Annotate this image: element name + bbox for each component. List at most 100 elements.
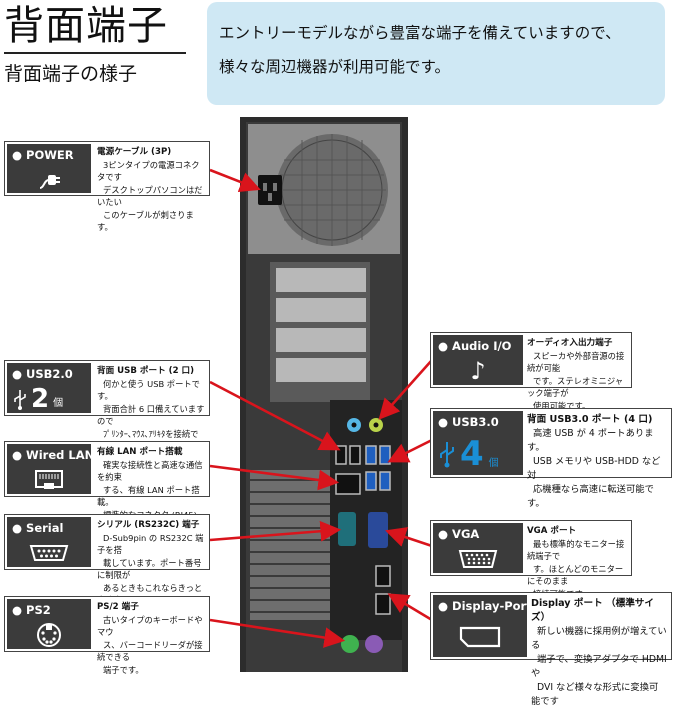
lan-port-icon	[7, 466, 91, 494]
intro-line: 様々な周辺機器が利用可能です。	[219, 58, 450, 76]
serial-port-icon	[7, 539, 91, 567]
usb3-count: 4	[460, 434, 484, 474]
intro-line: エントリーモデルながら豊富な端子を備えていますので、	[219, 24, 621, 42]
callout-audio: ● Audio I/O ♪ オーディオ入出力端子 スピーカや外部音源の接続が可能…	[430, 332, 632, 411]
callout-text-line: スピーカや外部音源の接続が可能	[527, 350, 625, 374]
callout-text-line: 最も標準的なモニター接続端子で	[527, 538, 625, 562]
callout-text-line: 3ピンタイプの電源コネクタです	[97, 159, 200, 183]
vent-grid	[250, 470, 330, 620]
callout-text-line: 何かと使う USB ポートです。	[97, 378, 200, 402]
callout-heading: オーディオ入出力端子	[527, 338, 613, 348]
callout-power: ● POWER 電源ケーブル (3P) 3ピンタイプの電源コネクタです デスクト…	[4, 141, 210, 232]
arrow-usb3	[387, 438, 433, 463]
arrow-lan	[209, 464, 340, 491]
callout-text-line: 端子で、変換アダプタで HDMI や	[531, 654, 667, 679]
usb-icon: 4 個	[433, 433, 523, 475]
usb3-port	[365, 445, 377, 465]
callout-ps2: ● PS2 PS/2 端子 古いタイプのキーボードやマウ ス、バーコードリーダが…	[4, 596, 210, 675]
callout-tag-label: ● POWER	[12, 148, 74, 162]
callout-text-line: 確実な接続性と高速な通信を約束	[97, 459, 203, 483]
arrow-displayport	[387, 593, 433, 622]
callout-tag: ● POWER	[7, 144, 91, 193]
page-title: 背面端子	[4, 3, 168, 49]
intro-box: エントリーモデルながら豊富な端子を備えていますので、 様々な周辺機器が利用可能で…	[207, 2, 665, 105]
pc-rear-illustration	[240, 117, 408, 672]
callout-lan: ● Wired LAN 有線 LAN ポート搭載 確実な接続性と高速な通信を約束…	[4, 441, 210, 532]
music-note-icon: ♪	[470, 357, 486, 385]
serial-port	[338, 512, 356, 546]
callout-tag: ● Serial	[7, 517, 91, 567]
arrow-ps2	[209, 618, 346, 648]
callout-text-line: 応機種なら高速に転送可能です。	[527, 484, 654, 509]
page-subtitle: 背面端子の様子	[4, 63, 138, 85]
callout-heading: 背面 USB ポート (2 口)	[97, 366, 195, 376]
callout-displayport: ● Display-Port Display ポート （標準サイズ） 新しい機器…	[430, 592, 672, 707]
usb2-unit: 個	[53, 398, 64, 409]
power-inlet	[258, 175, 282, 205]
callout-text-line: USB メモリや USB-HDD など対	[527, 456, 661, 481]
callout-text-line: 古いタイプのキーボードやマウ	[97, 614, 203, 638]
callout-serial: ● Serial シリアル (RS232C) 端子 D-Sub9pin の RS…	[4, 514, 210, 605]
vga-port-icon	[433, 545, 523, 573]
callout-usb2: ● USB2.0 2 個 背面 USB ポート (2 口) 何かと使う USB …	[4, 360, 210, 451]
usb3-port	[379, 471, 391, 491]
usb2-port	[335, 445, 347, 465]
callout-heading: 電源ケーブル (3P)	[97, 147, 172, 157]
callout-tag-label: ● VGA	[438, 527, 480, 541]
callout-text-line: 載しています。ポート番号に制限が	[97, 557, 202, 581]
callout-text-line: 背面合計 6 口備えていますので	[97, 403, 205, 427]
callout-heading: 有線 LAN ポート搭載	[97, 447, 183, 457]
arrow-power	[209, 168, 261, 193]
arrow-serial	[209, 520, 342, 542]
usb3-unit: 個	[488, 458, 499, 469]
callout-arrows	[209, 168, 433, 648]
callout-text-line: 端子です。	[103, 664, 144, 675]
displayport-port	[375, 565, 391, 587]
expansion-slot-covers	[276, 268, 366, 382]
callout-tag-label: ● Wired LAN	[12, 448, 95, 462]
usb2-count: 2	[31, 384, 50, 414]
callout-tag: ● Wired LAN	[7, 444, 95, 494]
callout-text-line: 新しい機器に採用例が増えている	[531, 626, 667, 651]
callout-tag: ● USB2.0 2 個	[7, 363, 91, 413]
displayport-icon	[433, 617, 527, 657]
callout-text-line: このケーブルが刺さります。	[97, 209, 194, 233]
callout-heading: シリアル (RS232C) 端子	[97, 520, 200, 530]
callout-text-line: ス、バーコードリーダが接続できる	[97, 639, 203, 663]
ps2-mouse-port	[341, 635, 359, 653]
callout-tag-label: ● USB3.0	[438, 415, 499, 429]
callout-text-line: D-Sub9pin の RS232C 端子を搭	[97, 532, 204, 556]
title-divider	[4, 52, 186, 54]
callout-text-line: です。ステレオミニジャック端子が	[527, 375, 624, 399]
arrow-vga	[385, 527, 433, 548]
callout-text-line: 高速 USB が 4 ポートあります。	[527, 428, 654, 453]
ps2-keyboard-port	[365, 635, 383, 653]
callout-tag: ● VGA	[433, 523, 523, 573]
callout-heading: VGA ポート	[527, 526, 577, 536]
arrow-usb2	[209, 380, 341, 451]
callout-tag: ● PS2	[7, 599, 91, 649]
callout-tag-label: ● USB2.0	[12, 367, 73, 381]
callout-text-line: デスクトップパソコンはだいたい	[97, 184, 203, 208]
callout-heading: 背面 USB3.0 ポート (4 口)	[527, 414, 653, 425]
callout-usb3: ● USB3.0 4 個 背面 USB3.0 ポート (4 口) 高速 USB …	[430, 408, 672, 509]
usb-icon: 2 個	[7, 385, 91, 413]
usb3-port	[365, 471, 377, 491]
callout-tag-label: ● PS2	[12, 603, 51, 617]
callout-text-line: する、有線 LAN ポート搭載。	[97, 484, 200, 508]
callout-text-line: DVI など様々な形式に変換可能です	[531, 682, 659, 707]
callout-tag: ● USB3.0 4 個	[433, 411, 523, 475]
arrow-audio	[378, 359, 433, 420]
ps2-port-icon	[7, 621, 91, 649]
callout-tag-label: ● Serial	[12, 521, 64, 535]
callout-tag: ● Audio I/O ♪	[433, 335, 523, 385]
callout-tag-label: ● Audio I/O	[438, 339, 512, 353]
callout-vga: ● VGA VGA ポート 最も標準的なモニター接続端子で す。ほとんどのモニタ…	[430, 520, 632, 599]
vga-port	[368, 512, 388, 548]
callout-tag: ● Display-Port	[433, 595, 532, 657]
callout-heading: PS/2 端子	[97, 602, 139, 612]
callout-tag-label: ● Display-Port	[438, 599, 532, 613]
power-plug-icon	[7, 166, 91, 193]
callout-text-line: す。ほとんどのモニターにそのまま	[527, 563, 624, 587]
usb2-port	[349, 445, 361, 465]
